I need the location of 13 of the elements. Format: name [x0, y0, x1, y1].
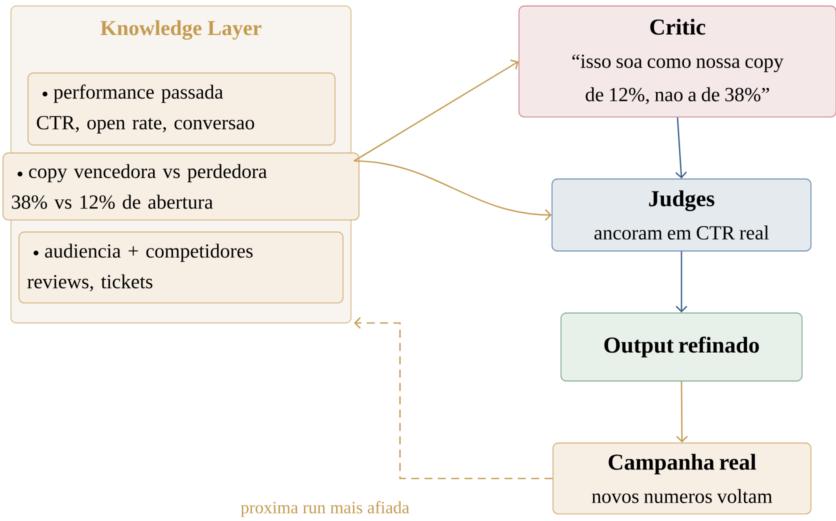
arrow: [354, 160, 552, 221]
process-box: Critic “isso soa como nossa copy de 12%, nao a de 38%”: [518, 6, 836, 118]
arrow: [354, 317, 553, 480]
bullet-box: audiencia + competidores reviews, tickets: [18, 232, 344, 304]
arrow: [676, 251, 688, 313]
edge-label: proxima run mais afiada: [239, 500, 411, 518]
arrow: [676, 381, 688, 443]
process-box: Campanha real novos numeros voltam: [552, 442, 812, 514]
process-box: Output refinado: [560, 312, 802, 382]
arrow: [354, 60, 518, 162]
process-box: Judges ancoram em CTR real: [552, 178, 812, 252]
bullet-box: performance passada CTR, open rate, conversao: [28, 72, 336, 146]
arrow: [675, 117, 687, 179]
